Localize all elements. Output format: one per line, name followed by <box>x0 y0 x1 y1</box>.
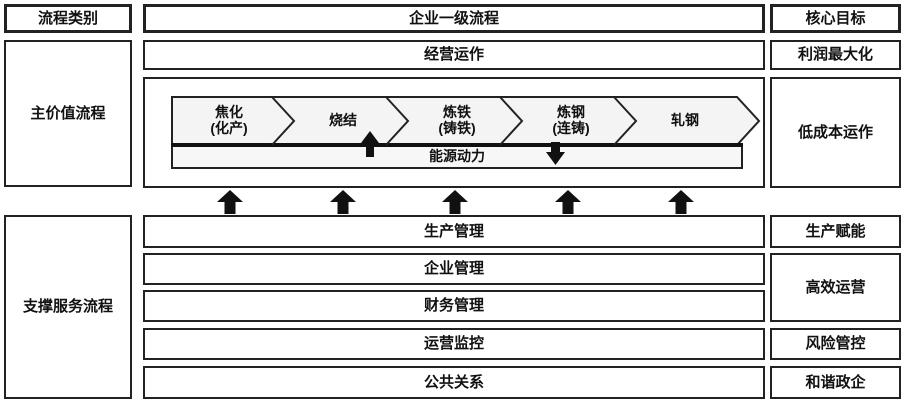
support-row-operation-monitor: 运营监控 <box>143 328 765 360</box>
chevron-divider-icon <box>385 96 410 146</box>
support-service-process-label: 支撑服务流程 <box>22 298 113 316</box>
business-operation-label: 经营运作 <box>423 46 484 64</box>
energy-up-arrow-icon <box>361 131 379 157</box>
goal-harmonious-label: 和谐政企 <box>805 373 866 391</box>
chevron-segment-ironmaking: 炼铁 (铸铁) <box>412 97 502 145</box>
main-value-process-label: 主价值流程 <box>30 104 106 122</box>
up-arrow-icon <box>330 190 356 214</box>
support-row-production-mgmt: 生产管理 <box>143 215 765 248</box>
chevron-segment-label: 炼铁 <box>443 104 471 121</box>
main-value-process-box: 主价值流程 <box>4 40 132 187</box>
goal-profit-max-box: 利润最大化 <box>770 40 901 70</box>
goal-efficient-ops-box: 高效运营 <box>770 253 901 322</box>
chevron-segment-label: 轧钢 <box>671 112 699 129</box>
support-row-public-relations: 公共关系 <box>143 366 765 399</box>
energy-down-arrow-icon <box>546 142 565 165</box>
chevron-segment-sintering: 烧结 <box>298 97 388 145</box>
goal-risk-control-box: 风险管控 <box>770 328 901 360</box>
chevron-segment-sublabel: (化产) <box>210 120 248 136</box>
production-flow-box: 焦化 (化产) 烧结 炼铁 (铸铁) 炼钢 (连铸) 轧钢 能源动力 <box>143 77 765 188</box>
chevron-segment-label: 炼钢 <box>557 104 585 121</box>
energy-power-label: 能源动力 <box>429 148 485 165</box>
goal-risk-control-label: 风险管控 <box>805 335 866 353</box>
support-service-process-box: 支撑服务流程 <box>4 215 132 399</box>
chevron-segment-coking: 焦化 (化产) <box>184 97 274 145</box>
chevron-segment-sublabel: (连铸) <box>552 120 590 136</box>
up-arrow-icon <box>668 190 694 214</box>
up-arrow-icon <box>555 190 581 214</box>
production-flow-diagram <box>171 96 761 169</box>
support-row-label: 财务管理 <box>423 297 484 315</box>
support-row-finance-mgmt: 财务管理 <box>143 290 765 322</box>
goal-low-cost-box: 低成本运作 <box>770 77 901 188</box>
support-row-label: 公共关系 <box>423 373 484 391</box>
goal-production-enable-label: 生产赋能 <box>805 222 866 240</box>
support-row-label: 企业管理 <box>423 260 484 278</box>
up-arrow-icon <box>442 190 468 214</box>
header-enterprise-process: 企业一级流程 <box>143 4 765 33</box>
chevron-segment-steelmaking: 炼钢 (连铸) <box>526 97 616 145</box>
chevron-segment-label: 烧结 <box>329 112 357 129</box>
goal-production-enable-box: 生产赋能 <box>770 215 901 248</box>
chevron-divider-icon <box>613 96 638 146</box>
chevron-segment-label: 焦化 <box>215 104 243 121</box>
chevron-band <box>171 96 761 146</box>
chevron-divider-icon <box>499 96 524 146</box>
goal-harmonious-box: 和谐政企 <box>770 366 901 399</box>
chevron-segment-sublabel: (铸铁) <box>438 120 476 136</box>
header-core-goal-label: 核心目标 <box>805 9 866 27</box>
chevron-divider-icon <box>271 96 296 146</box>
support-row-label: 运营监控 <box>423 335 484 353</box>
goal-efficient-ops-label: 高效运营 <box>805 278 866 296</box>
business-operation-box: 经营运作 <box>143 40 765 70</box>
header-core-goal: 核心目标 <box>770 4 901 33</box>
header-enterprise-process-label: 企业一级流程 <box>408 9 499 27</box>
up-arrow-icon <box>217 190 243 214</box>
header-process-category-label: 流程类别 <box>37 9 98 27</box>
chevron-segment-rolling: 轧钢 <box>640 97 730 145</box>
header-process-category: 流程类别 <box>4 4 132 33</box>
goal-profit-max-label: 利润最大化 <box>797 46 873 64</box>
support-to-main-arrows <box>217 190 694 214</box>
support-row-enterprise-mgmt: 企业管理 <box>143 253 765 285</box>
support-row-label: 生产管理 <box>423 222 484 240</box>
goal-low-cost-label: 低成本运作 <box>797 123 873 141</box>
